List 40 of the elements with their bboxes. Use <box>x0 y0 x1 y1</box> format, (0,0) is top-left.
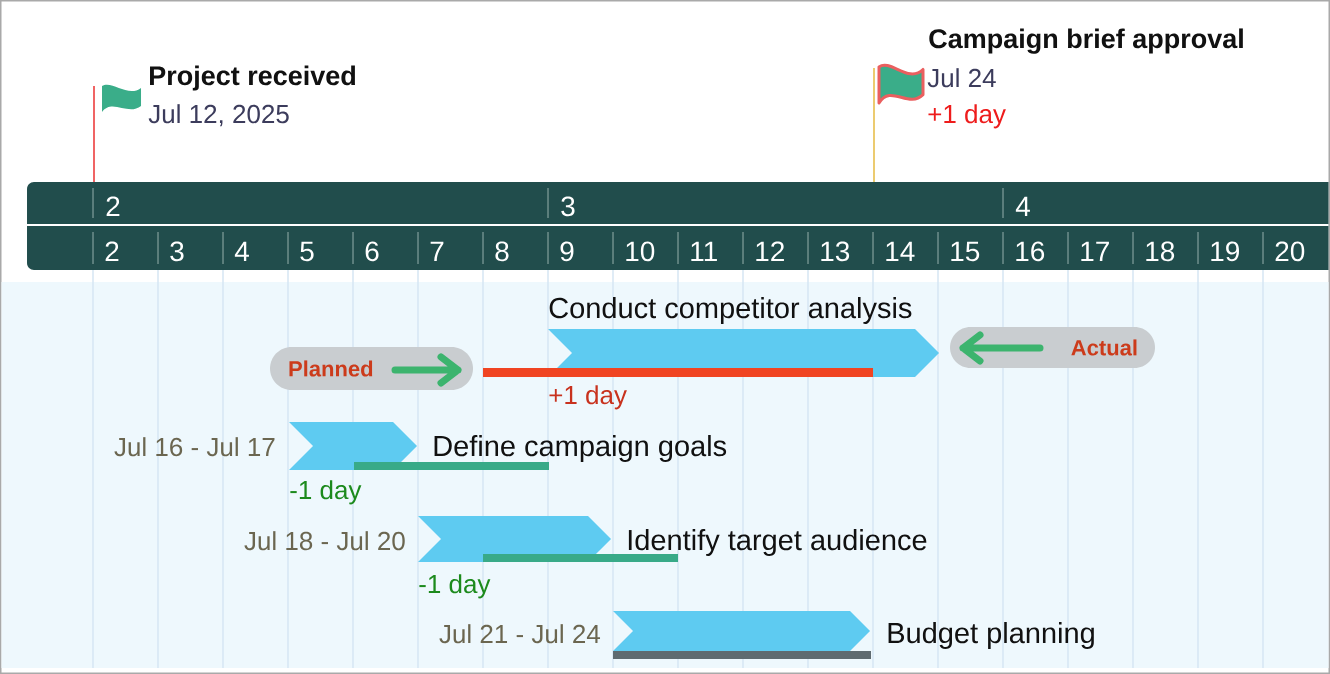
day-number: 20 <box>1275 241 1305 262</box>
day-number: 3 <box>170 241 184 262</box>
date-range: Jul 16 - Jul 17 <box>114 437 275 457</box>
day-number: 7 <box>430 241 444 261</box>
day-number: 14 <box>886 241 915 261</box>
day-number: 13 <box>821 241 850 262</box>
day-number: 5 <box>300 241 314 262</box>
task-bar <box>289 422 417 470</box>
day-number: 18 <box>1146 241 1175 262</box>
task-name: Budget planning <box>888 622 1094 649</box>
task-name: Define campaign goals <box>434 435 727 462</box>
delay-label: +1 day <box>928 104 1006 129</box>
milestone-date: Jul 12, 2025 <box>148 104 289 127</box>
task-name: Conduct competitor analysis <box>549 297 912 324</box>
day-number: 16 <box>1016 241 1045 262</box>
day-number: 2 <box>105 241 119 261</box>
flag-icon <box>877 63 925 105</box>
task-name: Identify target audience <box>628 529 927 556</box>
week-number: 3 <box>561 196 575 217</box>
variance-label: -1 day <box>290 480 362 505</box>
date-range: Jul 18 - Jul 20 <box>244 531 405 551</box>
day-number: 8 <box>495 241 509 262</box>
variance-label: -1 day <box>419 574 491 599</box>
flag-icon <box>102 84 141 112</box>
day-number: 9 <box>560 241 574 262</box>
day-number: 15 <box>951 241 980 262</box>
variance-label: +1 day <box>549 385 627 410</box>
day-number: 10 <box>626 241 655 262</box>
week-number: 4 <box>1015 196 1030 216</box>
milestone-title: Campaign brief approval <box>929 28 1243 54</box>
day-number: 11 <box>691 241 717 261</box>
date-range: Jul 21 - Jul 24 <box>439 624 600 644</box>
day-number: 6 <box>365 241 379 262</box>
milestone-date: Jul 24 <box>927 68 996 88</box>
milestone-title: Project received <box>150 65 355 91</box>
day-number: 4 <box>234 241 249 261</box>
day-number: 12 <box>756 241 784 261</box>
day-number: 19 <box>1211 241 1239 262</box>
week-number: 2 <box>106 196 120 216</box>
day-number: 17 <box>1081 241 1109 261</box>
